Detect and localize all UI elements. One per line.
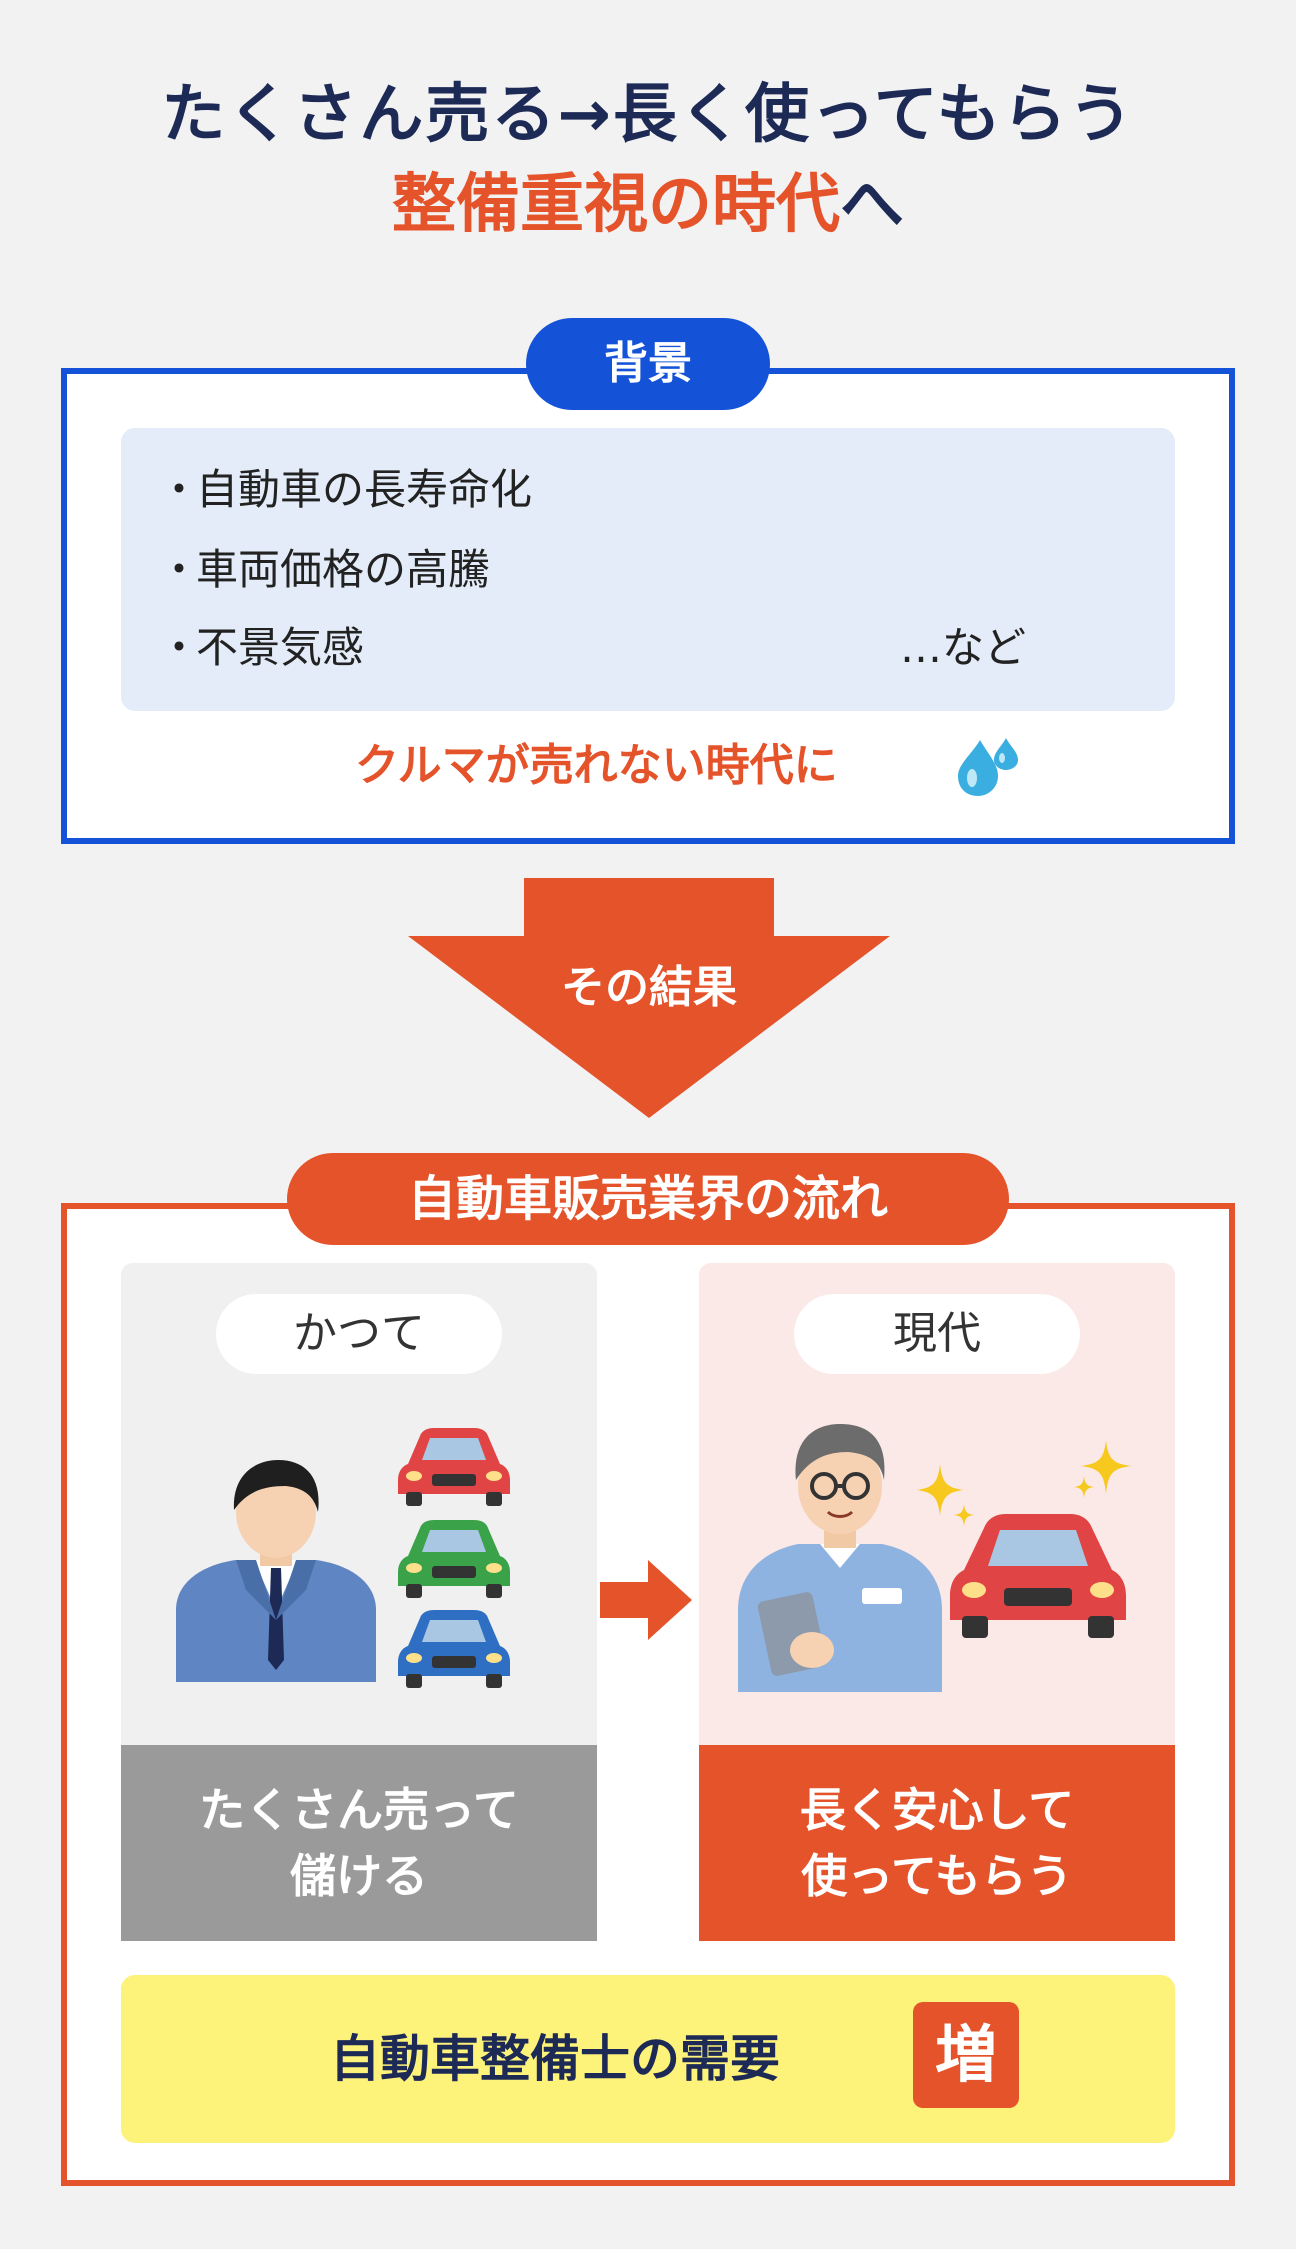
page-title: たくさん売る→長く使ってもらう (161, 78, 1135, 152)
increase-badge: 増 (913, 2002, 1019, 2108)
subtitle-highlight: 整備重視の時代 (392, 168, 840, 242)
sparkle-icon (916, 1464, 974, 1526)
past-caption: たくさん売って 儲ける (121, 1745, 597, 1941)
background-item-1: 自動車の長寿命化 (158, 460, 532, 520)
present-caption: 長く安心して 使ってもらう (699, 1745, 1175, 1941)
shiny-car-icon (950, 1514, 1126, 1638)
present-caption-line1: 長く安心して (799, 1783, 1075, 1837)
green-car-icon (398, 1520, 510, 1598)
past-caption-line2: 儲ける (290, 1849, 428, 1903)
arrow-label: その結果 (561, 962, 737, 1013)
present-tag: 現代 (794, 1294, 1080, 1374)
subtitle-suffix: へ (840, 168, 904, 242)
background-item-3: 不景気感 (158, 618, 364, 678)
etc-text: …など (900, 623, 1027, 672)
right-arrow-icon (600, 1560, 692, 1640)
page-subtitle: 整備重視の時代へ (0, 160, 1296, 250)
past-tag: かつて (216, 1294, 502, 1374)
down-arrow-icon (408, 878, 890, 1118)
industry-label: 自動車販売業界の流れ (287, 1153, 1009, 1245)
background-conclusion: クルマが売れない時代に (355, 740, 838, 791)
background-item-2: 車両価格の高騰 (158, 540, 490, 600)
sparkle-icon-2 (1074, 1440, 1132, 1498)
past-caption-line1: たくさん売って (199, 1783, 519, 1837)
salesman-icon (176, 1460, 376, 1682)
demand-text: 自動車整備士の需要 (330, 2030, 780, 2088)
sweat-drops-icon (958, 738, 1018, 796)
blue-car-icon (398, 1610, 510, 1688)
background-label: 背景 (526, 318, 770, 410)
red-car-icon (398, 1428, 510, 1506)
present-caption-line2: 使ってもらう (801, 1849, 1073, 1903)
mechanic-icon (738, 1424, 942, 1692)
